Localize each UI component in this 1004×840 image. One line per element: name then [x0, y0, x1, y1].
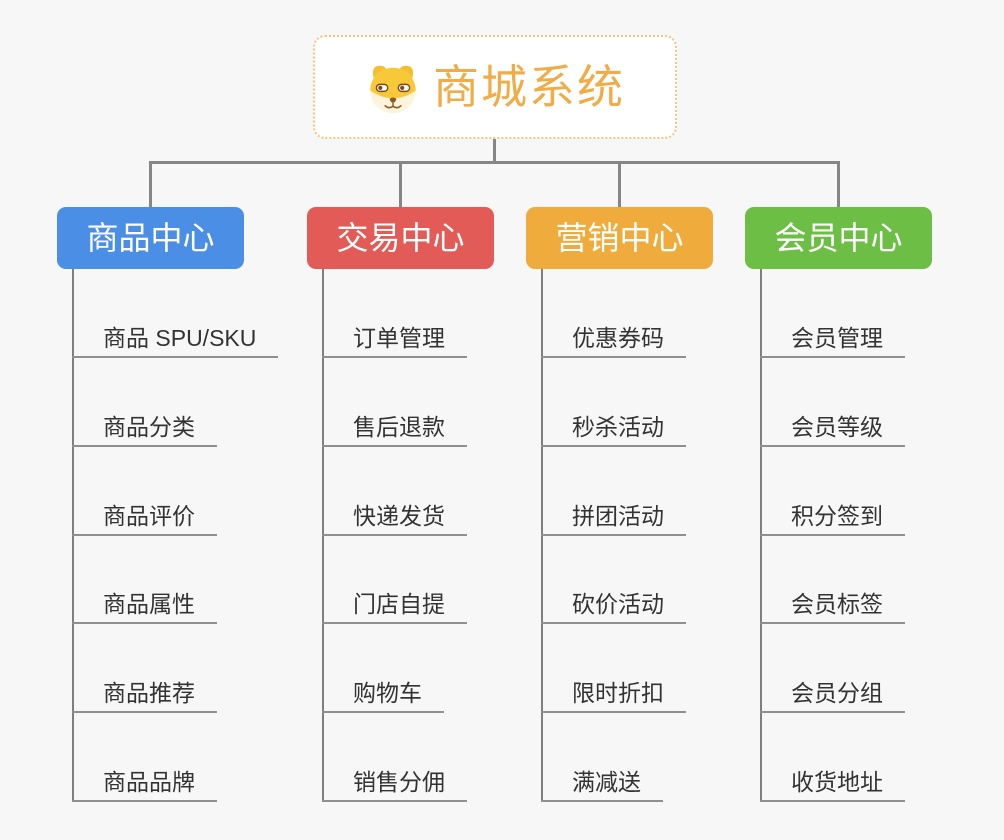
- subtopic-spend-and-save[interactable]: 满减送: [541, 767, 663, 802]
- branch-header-label: 营销中心: [555, 220, 684, 256]
- subtopic-coupon-codes[interactable]: 优惠券码: [541, 323, 686, 358]
- connector-horizontal: [149, 161, 840, 164]
- branch-header-members[interactable]: 会员中心: [745, 207, 932, 269]
- root-title: 商城系统: [433, 61, 625, 113]
- subtopic-product-review[interactable]: 商品评价: [72, 501, 217, 536]
- connector-drop-members: [837, 161, 840, 207]
- connector-drop-products: [149, 161, 152, 207]
- subtopic-bargain[interactable]: 砍价活动: [541, 589, 686, 624]
- dog-face-icon: [365, 59, 421, 115]
- subtopic-flash-sale[interactable]: 秒杀活动: [541, 412, 686, 447]
- branch-header-products[interactable]: 商品中心: [57, 207, 244, 269]
- subtopic-member-management[interactable]: 会员管理: [760, 323, 905, 358]
- subtopic-product-recommend[interactable]: 商品推荐: [72, 678, 217, 713]
- subtopic-product-attribute[interactable]: 商品属性: [72, 589, 217, 624]
- subtopic-group-buy[interactable]: 拼团活动: [541, 501, 686, 536]
- subtopic-product-brand[interactable]: 商品品牌: [72, 767, 217, 802]
- subtopic-product-category[interactable]: 商品分类: [72, 412, 217, 447]
- subtopic-time-discount[interactable]: 限时折扣: [541, 678, 686, 713]
- branch-header-label: 交易中心: [336, 220, 465, 256]
- branch-products: 商品中心 商品 SPU/SKU 商品分类 商品评价 商品属性 商品推荐 商品品牌: [57, 207, 279, 807]
- connector-root-stub: [493, 139, 496, 164]
- branch-header-trade[interactable]: 交易中心: [307, 207, 494, 269]
- connector-drop-trade: [399, 161, 402, 207]
- subtopic-member-groups[interactable]: 会员分组: [760, 678, 905, 713]
- branch-members: 会员中心 会员管理 会员等级 积分签到 会员标签 会员分组 收货地址: [745, 207, 932, 807]
- subtopic-shopping-cart[interactable]: 购物车: [322, 678, 444, 713]
- subtopic-express-shipping[interactable]: 快递发货: [322, 501, 467, 536]
- subtopic-after-sale-refund[interactable]: 售后退款: [322, 412, 467, 447]
- branch-header-marketing[interactable]: 营销中心: [526, 207, 713, 269]
- subtopic-points-checkin[interactable]: 积分签到: [760, 501, 905, 536]
- subtopic-store-pickup[interactable]: 门店自提: [322, 589, 467, 624]
- branch-marketing: 营销中心 优惠券码 秒杀活动 拼团活动 砍价活动 限时折扣 满减送: [526, 207, 713, 807]
- branch-header-label: 会员中心: [774, 220, 903, 256]
- subtopic-shipping-address[interactable]: 收货地址: [760, 767, 905, 802]
- subtopic-order-management[interactable]: 订单管理: [322, 323, 467, 358]
- root-node[interactable]: 商城系统: [313, 35, 677, 139]
- branch-header-label: 商品中心: [86, 220, 215, 256]
- subtopic-product-spu-sku[interactable]: 商品 SPU/SKU: [72, 323, 279, 358]
- subtopic-sales-commission[interactable]: 销售分佣: [322, 767, 467, 802]
- subtopic-member-level[interactable]: 会员等级: [760, 412, 905, 447]
- subtopic-member-tags[interactable]: 会员标签: [760, 589, 905, 624]
- connector-drop-marketing: [618, 161, 621, 207]
- branch-trade: 交易中心 订单管理 售后退款 快递发货 门店自提 购物车 销售分佣: [307, 207, 494, 807]
